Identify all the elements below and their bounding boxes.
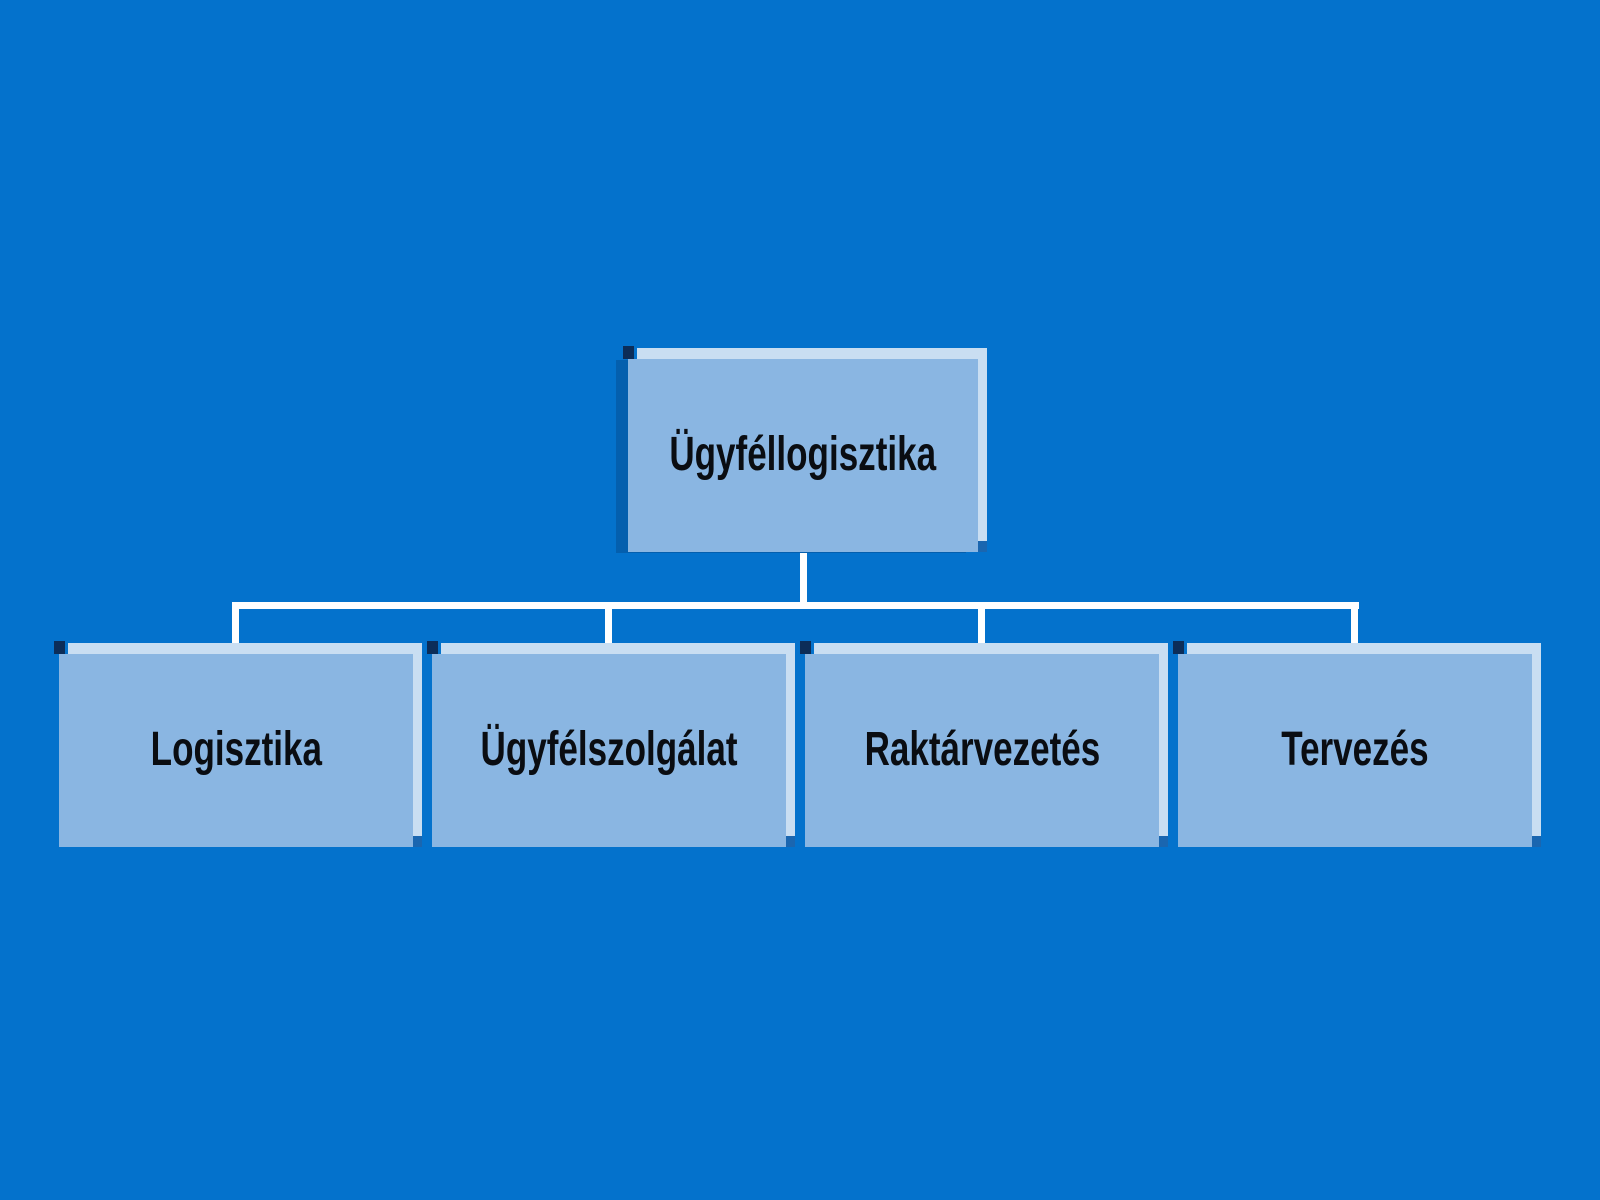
connector-drop-tervezes [1351,602,1358,654]
org-node-ugyfelszolgalat[interactable]: Ügyfélszolgálat [427,641,795,847]
connector-horizontal [232,602,1359,609]
org-node-ugyfelszolgalat-label: Ügyfélszolgálat [480,723,738,777]
org-node-raktarvezetes-label: Raktárvezetés [864,723,1100,777]
connector-root-stub [800,552,807,609]
org-node-tervezes-label: Tervezés [1281,723,1429,777]
connector-drop-raktarvezetes [978,602,985,654]
org-node-logisztika-label: Logisztika [150,723,322,777]
org-node-tervezes[interactable]: Tervezés [1173,641,1541,847]
org-node-logisztika[interactable]: Logisztika [54,641,422,847]
org-node-root-label: Ügyféllogisztika [669,428,937,482]
connector-drop-logisztika [232,602,239,654]
org-node-root[interactable]: Ügyféllogisztika [623,346,987,552]
org-node-raktarvezetes[interactable]: Raktárvezetés [800,641,1168,847]
connector-drop-ugyfelszolgalat [605,602,612,654]
